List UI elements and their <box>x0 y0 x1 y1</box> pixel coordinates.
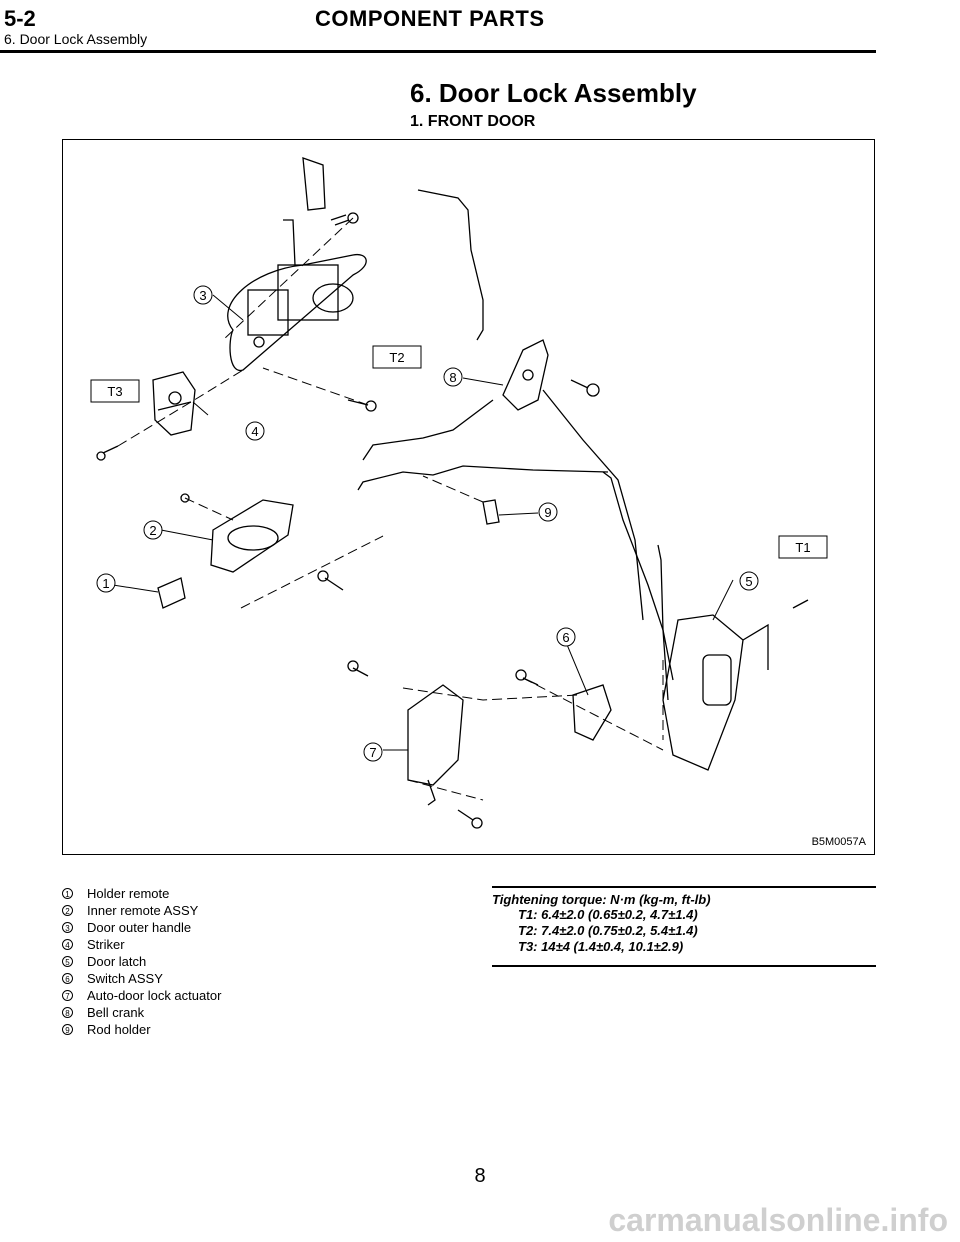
legend-number: 6 <box>62 973 73 984</box>
torque-top-rule <box>492 886 876 888</box>
legend-item: 9 Rod holder <box>62 1021 221 1038</box>
exploded-diagram: 3 4 2 1 8 9 5 6 <box>62 139 875 855</box>
striker-shape <box>152 371 196 436</box>
legend-number: 8 <box>62 1007 73 1018</box>
leader-lines <box>112 294 734 751</box>
short-rod-latch <box>657 544 669 701</box>
switch-shape <box>572 684 612 741</box>
legend-number: 3 <box>62 922 73 933</box>
door-latch-shape <box>662 614 769 771</box>
header-rule <box>0 50 876 53</box>
bell-crank-shape <box>502 339 549 411</box>
assembly-lines <box>117 217 769 801</box>
legend-label: Striker <box>87 937 125 952</box>
rod-to-latch <box>602 471 674 681</box>
legend-label: Holder remote <box>87 886 170 901</box>
door-lock-diagram <box>96 157 809 829</box>
bell-crank-rod-left <box>362 399 494 461</box>
header-section-number: 5-2 <box>4 6 36 31</box>
figure-id: B5M0057A <box>811 836 866 848</box>
long-rod <box>357 465 609 491</box>
inner-remote-shape <box>157 493 294 609</box>
legend-item: 3 Door outer handle <box>62 919 221 936</box>
rod-holder-shape <box>482 499 500 525</box>
torque-t3: T3: 14±4 (1.4±0.4, 10.1±2.9) <box>518 939 684 954</box>
legend-number: 4 <box>62 939 73 950</box>
legend-number: 2 <box>62 905 73 916</box>
page-subheading: 1. FRONT DOOR <box>410 113 536 130</box>
torque-spec-box: Tightening torque: N·m (kg-m, ft-lb) T1:… <box>492 886 876 967</box>
latch-rod-vertical <box>542 389 644 621</box>
legend-label: Inner remote ASSY <box>87 903 199 918</box>
legend-number: 9 <box>62 1024 73 1035</box>
legend-label: Bell crank <box>87 1005 145 1020</box>
legend-label: Switch ASSY <box>87 971 163 986</box>
torque-bottom-rule <box>492 965 876 967</box>
torque-t2: T2: 7.4±2.0 (0.75±0.2, 5.4±1.4) <box>518 923 698 938</box>
legend-item: 8 Bell crank <box>62 1004 221 1021</box>
page-number: 8 <box>474 1165 486 1187</box>
header-title: COMPONENT PARTS <box>315 6 545 31</box>
legend-item: 7 Auto-door lock actuator <box>62 987 221 1004</box>
legend-item: 5 Door latch <box>62 953 221 970</box>
legend-item: 6 Switch ASSY <box>62 970 221 987</box>
header-subtitle: 6. Door Lock Assembly <box>4 31 148 47</box>
outer-handle-shape <box>227 157 367 371</box>
legend-label: Door latch <box>87 954 147 969</box>
upper-rod <box>417 189 484 341</box>
actuator-shape <box>407 684 464 806</box>
torque-title: Tightening torque: N·m (kg-m, ft-lb) <box>492 892 711 907</box>
screws <box>96 212 809 829</box>
legend-label: Auto-door lock actuator <box>87 988 222 1003</box>
page-heading: 6. Door Lock Assembly <box>410 78 697 108</box>
legend-label: Rod holder <box>87 1022 151 1037</box>
legend-item: 4 Striker <box>62 936 221 953</box>
legend-number: 7 <box>62 990 73 1001</box>
watermark: carmanualsonline.info <box>608 1202 948 1238</box>
legend-number: 5 <box>62 956 73 967</box>
torque-t1: T1: 6.4±2.0 (0.65±0.2, 4.7±1.4) <box>518 907 698 922</box>
legend-item: 1 Holder remote <box>62 885 221 902</box>
legend-number: 1 <box>62 888 73 899</box>
legend-item: 2 Inner remote ASSY <box>62 902 221 919</box>
legend-label: Door outer handle <box>87 920 192 935</box>
